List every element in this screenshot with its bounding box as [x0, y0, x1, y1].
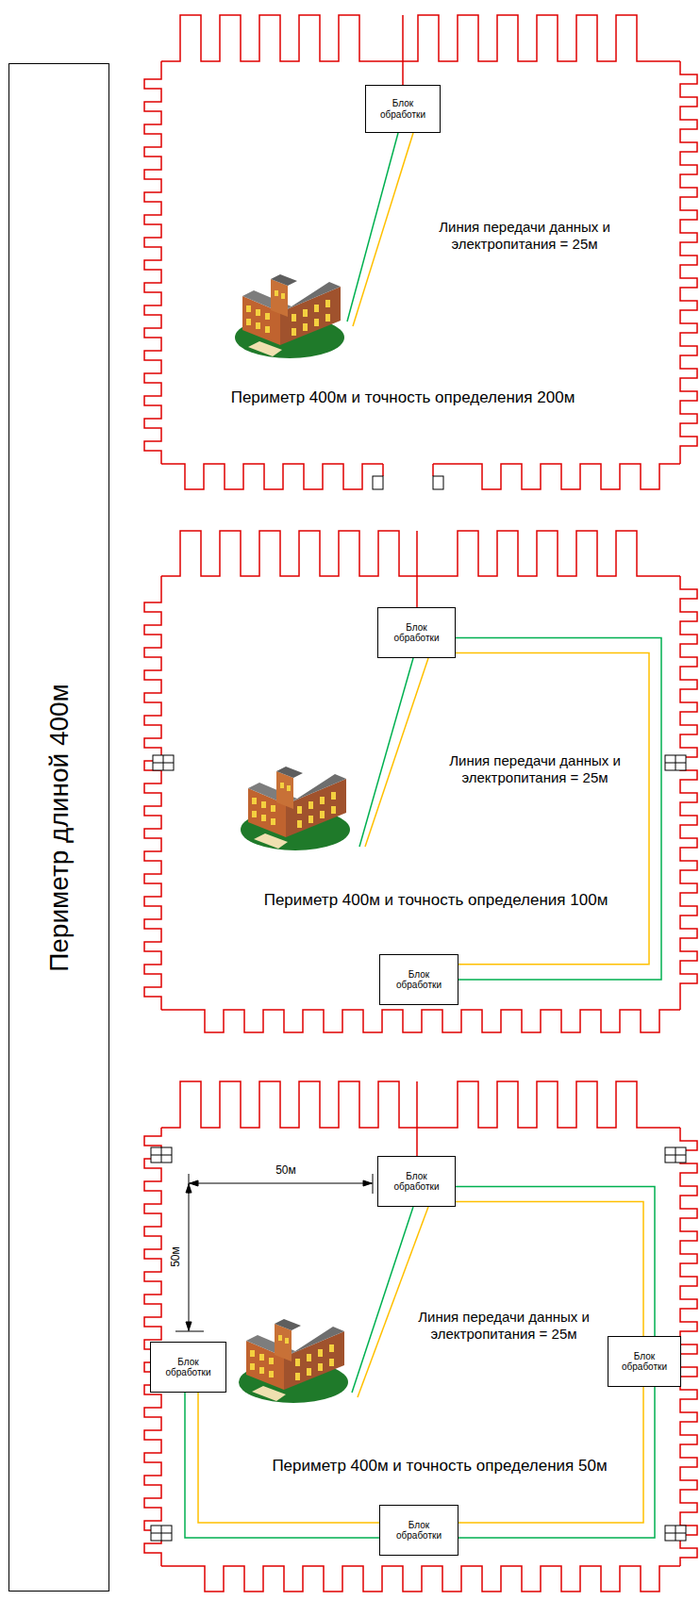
sensor — [433, 476, 444, 490]
note-text: Линия передачи данных и электропитания =… — [438, 752, 632, 787]
building-wire — [347, 133, 429, 1399]
processing-block: Блок обработки — [150, 1342, 227, 1394]
note-text: Периметр 400м и точность определения 50м — [269, 1457, 609, 1477]
perimeter-fence — [144, 1082, 698, 1593]
sensor — [665, 755, 686, 771]
side-label-box: Периметр длиной 400м — [8, 63, 110, 1593]
block-label: Блок обработки — [615, 1351, 674, 1374]
power-line — [455, 653, 650, 966]
processing-block: Блок обработки — [379, 954, 459, 1006]
sensor — [150, 476, 686, 1542]
block-label: Блок обработки — [387, 622, 447, 645]
power-wire — [365, 658, 429, 848]
side-label: Периметр длиной 400м — [44, 683, 75, 973]
data-line — [455, 637, 662, 981]
dimension-label: 50м — [168, 1245, 183, 1270]
power-wire — [357, 1207, 429, 1399]
sensor — [150, 1148, 172, 1164]
dimension-line — [188, 1183, 190, 1333]
perimeter-fence — [144, 531, 698, 1034]
dimension-arrow — [185, 1184, 192, 1194]
sensor — [665, 1526, 686, 1542]
building-icon — [234, 274, 345, 359]
sensor — [150, 1148, 172, 1164]
power-wire — [352, 133, 414, 327]
block-label: Блок обработки — [389, 969, 449, 992]
dimension-arrow — [363, 1181, 372, 1187]
note-text: Периметр 400м и точность определения 100… — [262, 891, 611, 911]
sensor — [150, 1526, 172, 1542]
block-label: Блок обработки — [389, 1520, 449, 1543]
block-label: Блок обработки — [373, 98, 433, 120]
sensor — [665, 1148, 686, 1164]
note-text: Линия передачи данных и электропитания =… — [428, 218, 621, 253]
processing-block: Блок обработки — [607, 1336, 682, 1388]
sensor — [665, 1148, 686, 1164]
building-icon — [234, 274, 350, 1404]
sensor — [372, 476, 384, 490]
perimeter-fence — [144, 15, 698, 1593]
block-label: Блок обработки — [159, 1357, 218, 1380]
building-icon — [240, 766, 350, 851]
note-text: Линия передачи данных и электропитания =… — [407, 1309, 600, 1344]
dimension-arrow — [185, 1322, 192, 1332]
dimension-label: 50м — [273, 1164, 299, 1178]
power-line — [458, 1387, 644, 1524]
note-text: Периметр 400м и точность определения 200… — [229, 388, 578, 408]
dimension-tick — [372, 1174, 374, 1195]
sensor — [150, 1526, 172, 1542]
sensor — [665, 1526, 686, 1542]
building-icon — [238, 1319, 349, 1404]
block-label: Блок обработки — [387, 1171, 447, 1194]
processing-block: Блок обработки — [377, 607, 456, 659]
dimension-line — [175, 1174, 373, 1333]
sensor — [152, 755, 174, 771]
data-wire — [359, 658, 414, 848]
dimension-tick — [175, 1332, 204, 1334]
data-wire — [347, 133, 399, 322]
sensor — [665, 755, 686, 771]
processing-block: Блок обработки — [365, 84, 441, 134]
processing-block: Блок обработки — [379, 1505, 459, 1557]
perimeter-fence — [144, 15, 698, 490]
dimension-line — [188, 1183, 373, 1185]
data-wire — [351, 1207, 414, 1394]
sensor — [152, 755, 174, 771]
processing-block: Блок обработки — [377, 1156, 456, 1208]
dimension-arrow — [189, 1181, 199, 1187]
